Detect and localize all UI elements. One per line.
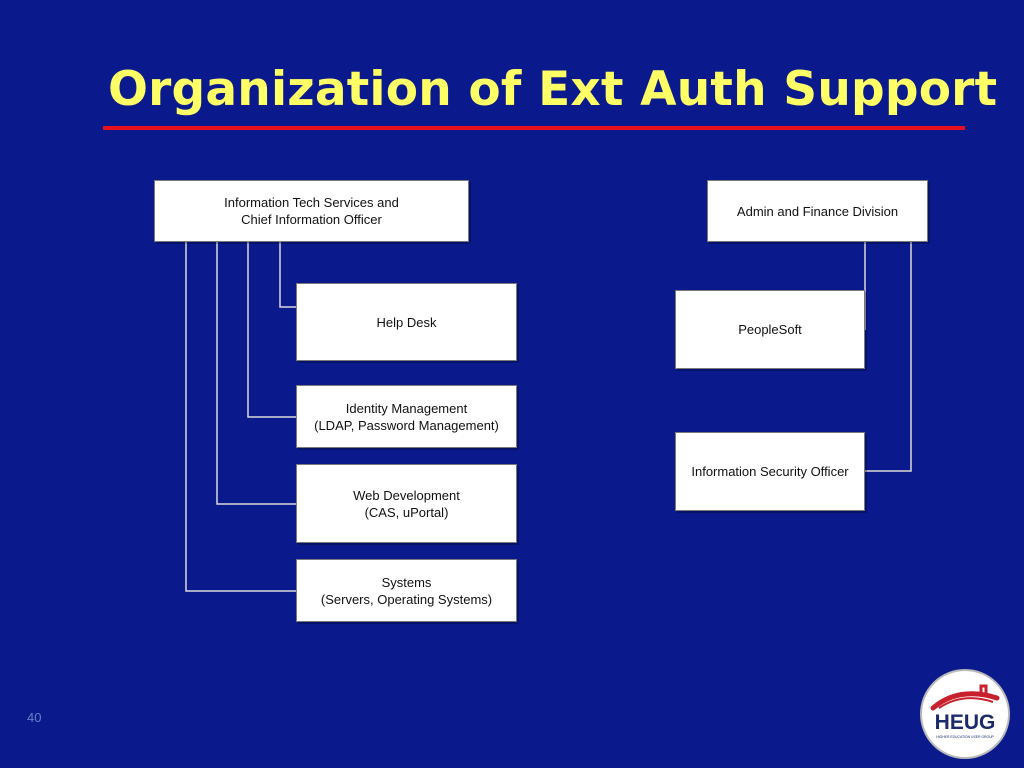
org-box-information-security-officer: Information Security Officer	[675, 432, 865, 511]
org-box-identity-management: Identity Management (LDAP, Password Mana…	[296, 385, 517, 448]
logo-tagline: HIGHER EDUCATION USER GROUP	[936, 735, 994, 739]
org-box-web-development: Web Development (CAS, uPortal)	[296, 464, 517, 543]
org-box-systems-line1: Systems	[381, 574, 432, 590]
logo-text: HEUG	[935, 711, 996, 734]
org-box-its-cio: Information Tech Services and Chief Info…	[154, 180, 469, 242]
org-box-identity-management-line2: (LDAP, Password Management)	[314, 417, 499, 433]
org-box-peoplesoft-line1: PeopleSoft	[738, 322, 802, 337]
heug-logo: HEUG HIGHER EDUCATION USER GROUP	[919, 668, 1011, 760]
org-box-admin-finance-line1: Admin and Finance Division	[736, 203, 899, 219]
org-box-web-development-line2: (CAS, uPortal)	[364, 504, 449, 520]
org-box-help-desk-line1: Help Desk	[376, 314, 437, 330]
org-box-peoplesoft: PeopleSoft	[675, 290, 865, 369]
org-box-help-desk: Help Desk	[296, 283, 517, 361]
connector-identity-management	[247, 242, 297, 418]
connector-information-security-officer	[864, 242, 912, 472]
org-box-systems: Systems (Servers, Operating Systems)	[296, 559, 517, 622]
org-box-its-cio-line2: Chief Information Officer	[241, 212, 382, 227]
slide-number: 40	[27, 710, 42, 725]
org-box-admin-finance: Admin and Finance Division	[707, 180, 928, 242]
connector-systems	[185, 242, 297, 592]
title-underline	[103, 126, 965, 130]
slide-title: Organization of Ext Auth Support	[108, 62, 998, 117]
house-roof-logo-icon: HEUG HIGHER EDUCATION USER GROUP	[920, 669, 1010, 759]
org-box-systems-line2: (Servers, Operating Systems)	[320, 591, 493, 607]
connector-web-development	[216, 242, 297, 505]
org-box-identity-management-line1: Identity Management	[345, 400, 468, 416]
org-box-information-security-officer-line1: Information Security Officer	[691, 464, 849, 479]
org-box-web-development-line1: Web Development	[353, 487, 460, 503]
org-box-its-cio-line1: Information Tech Services and	[224, 195, 399, 210]
connector-help-desk	[279, 242, 297, 308]
